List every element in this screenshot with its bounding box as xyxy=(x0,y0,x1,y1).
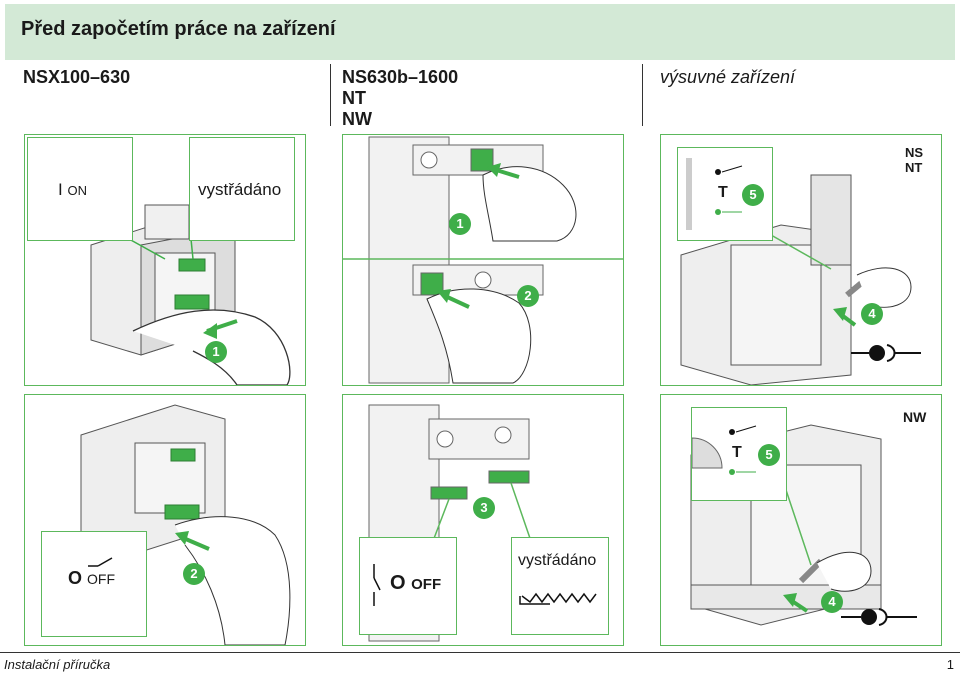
off-indicator-label: O OFF xyxy=(390,572,441,595)
off-indicator-label: O OFF xyxy=(68,568,115,589)
column-heading-ns-line3: NW xyxy=(342,109,372,129)
off-symbol: O xyxy=(68,568,83,588)
panel-nsx-off: O OFF 2 xyxy=(24,394,306,646)
callout-on: I ON xyxy=(27,137,133,241)
panel-nsx-on: I ON vystřádáno 1 xyxy=(24,134,306,386)
on-indicator-label: I ON xyxy=(58,180,87,200)
step-number: 2 xyxy=(517,285,539,307)
footer-document-title: Instalační příručka xyxy=(4,657,111,672)
model-badge: NW xyxy=(903,409,927,425)
panel-drawout-nw: T 5 NW 4 xyxy=(660,394,942,646)
step-number: 1 xyxy=(205,341,227,363)
panel-ns-off: 3 O OFF vystřádáno xyxy=(342,394,624,646)
column-divider xyxy=(330,64,331,126)
on-symbol: I xyxy=(58,180,63,199)
footer-divider xyxy=(0,652,960,653)
model-badge: NS NT xyxy=(905,145,924,175)
step-number: 4 xyxy=(821,591,843,613)
step-number: 5 xyxy=(742,184,764,206)
step-number: 4 xyxy=(861,303,883,325)
t-label: T xyxy=(732,444,742,461)
spring-symbol xyxy=(519,592,597,605)
breaker-closeup-drawing xyxy=(343,136,623,384)
column-heading-ns: NS630b–1600 NT NW xyxy=(342,67,458,130)
column-divider xyxy=(642,64,643,126)
t-indicator-drawing xyxy=(692,425,757,475)
callout-charged: vystřádáno xyxy=(189,137,295,241)
off-symbol: O xyxy=(390,572,406,594)
t-indicator-drawing xyxy=(686,158,743,230)
t-label: T xyxy=(718,184,728,201)
callout-t-indicator: T 5 xyxy=(691,407,787,501)
page-number: 1 xyxy=(946,657,954,672)
column-heading-ns-line2: NT xyxy=(342,88,366,108)
column-heading-drawout: výsuvné zařízení xyxy=(660,67,796,87)
page-title: Před započetím práce na zařízení xyxy=(21,18,336,40)
panel-drawout-ns: T 5 NS NT 4 xyxy=(660,134,942,386)
off-text: OFF xyxy=(411,576,442,593)
breaker-drawing xyxy=(80,404,291,645)
on-text: ON xyxy=(67,183,87,198)
step-number: 5 xyxy=(758,444,780,466)
column-heading-ns-line1: NS630b–1600 xyxy=(342,67,459,87)
callout-off: O OFF xyxy=(41,531,147,637)
callout-charged: vystřádáno xyxy=(511,537,609,635)
drawout-chassis-drawing xyxy=(680,174,921,385)
step-number: 1 xyxy=(449,213,471,235)
charged-label: vystřádáno xyxy=(198,180,282,199)
column-heading-nsx: NSX100–630 xyxy=(23,67,131,87)
section-header: Před započetím práce na zařízení xyxy=(5,4,955,60)
step-number: 2 xyxy=(183,563,205,585)
panel-ns-push: 1 2 xyxy=(342,134,624,386)
off-switch-symbol xyxy=(88,557,113,567)
off-switch-symbol xyxy=(373,564,381,606)
callout-off: O OFF xyxy=(359,537,457,635)
callout-t-indicator: T 5 xyxy=(677,147,773,241)
charged-label: vystřádáno xyxy=(518,552,597,569)
off-text: OFF xyxy=(87,571,116,587)
step-number: 3 xyxy=(473,497,495,519)
